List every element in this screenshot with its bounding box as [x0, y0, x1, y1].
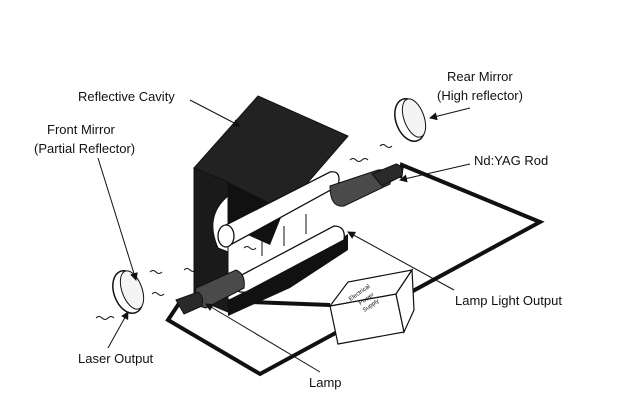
pointer-lines: [97, 99, 471, 373]
label-rear-mirror: Rear Mirror: [447, 69, 513, 84]
front-mirror: [112, 270, 145, 314]
label-reflective-cavity: Reflective Cavity: [78, 89, 175, 104]
label-laser-output: Laser Output: [78, 351, 154, 366]
label-front-mirror: Front Mirror: [47, 122, 116, 137]
rear-mirror: [394, 98, 427, 142]
label-rear-mirror-sub: (High reflector): [437, 88, 523, 103]
lamp-tube: [175, 225, 345, 315]
label-front-mirror-sub: (Partial Reflector): [34, 141, 135, 156]
label-lamp: Lamp: [309, 375, 342, 390]
label-ndyag-rod: Nd:YAG Rod: [474, 153, 548, 168]
label-lamp-light-output: Lamp Light Output: [455, 293, 562, 308]
power-supply: Electrical Power Supply: [328, 268, 415, 345]
ndyag-rod: [217, 163, 403, 248]
